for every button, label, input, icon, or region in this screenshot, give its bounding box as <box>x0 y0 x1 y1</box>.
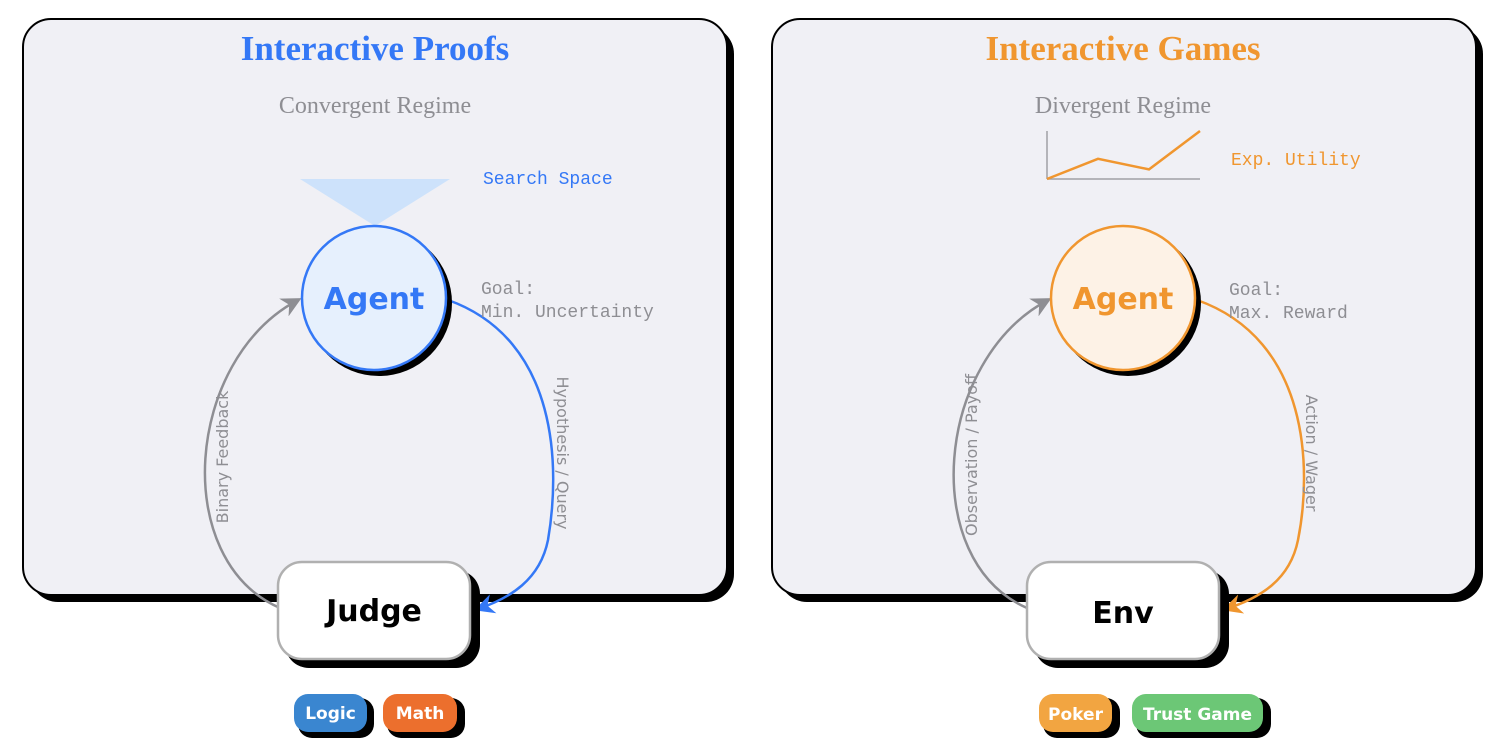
exp-utility-label: Exp. Utility <box>1231 151 1361 171</box>
tag-poker: Poker <box>1039 694 1120 738</box>
goal-value: Max. Reward <box>1229 304 1348 324</box>
tag-label: Trust Game <box>1143 705 1252 725</box>
goal-label: Goal: <box>481 280 535 300</box>
regime-label: Divergent Regime <box>1035 93 1211 119</box>
action-wager-edge <box>1196 298 1306 614</box>
env-node: Env <box>1025 560 1229 668</box>
panel-interactive-proofs: Interactive Proofs Convergent Regime Sea… <box>22 18 734 738</box>
panel-interactive-games: Interactive Games Divergent Regime Exp. … <box>771 18 1483 738</box>
env-label: Env <box>1092 596 1154 631</box>
tag-label: Poker <box>1048 705 1104 725</box>
env-node-box <box>1025 560 1221 661</box>
tag-background <box>294 694 367 732</box>
panel-title: Interactive Games <box>985 29 1260 68</box>
search-space-label: Search Space <box>483 170 613 190</box>
judge-node: Judge <box>276 560 480 668</box>
hypothesis-query-label: Hypothesis / Query <box>553 376 572 529</box>
hypothesis-query-edge <box>447 298 555 614</box>
tag-logic: Logic <box>294 694 374 738</box>
agent-node: Agent <box>1049 224 1201 376</box>
agent-label: Agent <box>1073 282 1174 317</box>
binary-feedback-label: Binary Feedback <box>213 390 232 523</box>
binary-feedback-edge <box>203 298 302 610</box>
action-wager-label: Action / Wager <box>1302 395 1321 512</box>
agent-node-circle <box>300 224 448 372</box>
observation-payoff-edge <box>952 298 1052 610</box>
goal-label: Goal: <box>1229 281 1283 301</box>
judge-node-box <box>276 560 472 661</box>
judge-label: Judge <box>324 594 422 629</box>
search-space-funnel-icon <box>300 179 450 226</box>
tag-background <box>383 694 457 732</box>
tag-background <box>1132 694 1263 732</box>
sparkline-line <box>1046 130 1201 181</box>
regime-label: Convergent Regime <box>279 93 471 119</box>
tag-trust-game: Trust Game <box>1132 694 1271 738</box>
tag-label: Logic <box>305 704 356 724</box>
agent-label: Agent <box>324 282 425 317</box>
utility-sparkline <box>1046 130 1201 181</box>
agent-node: Agent <box>300 224 452 376</box>
tag-background <box>1039 694 1112 732</box>
observation-payoff-label: Observation / Payoff <box>962 373 981 536</box>
tag-label: Math <box>396 704 445 724</box>
agent-node-circle <box>1049 224 1197 372</box>
goal-value: Min. Uncertainty <box>481 303 654 323</box>
panel-title: Interactive Proofs <box>241 29 510 68</box>
tag-math: Math <box>383 694 465 738</box>
